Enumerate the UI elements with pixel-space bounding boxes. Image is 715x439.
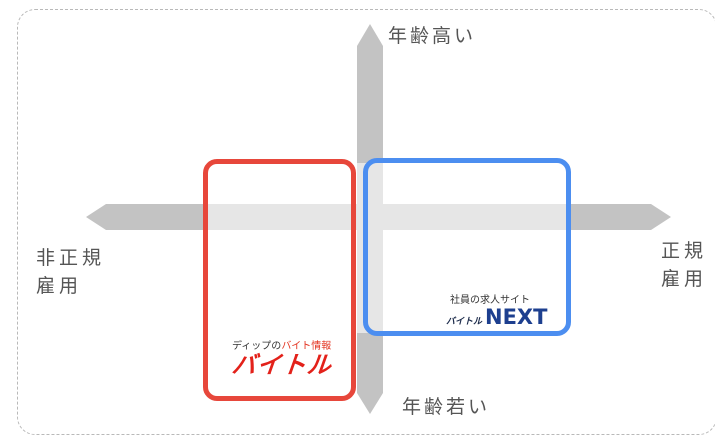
baitoru-tagline: ディップのバイト情報 <box>232 337 332 352</box>
baitoru-tagline-highlight: バイト情報 <box>281 341 332 352</box>
axis-label-left: 非正規 雇用 <box>36 247 106 297</box>
highlight-band-vertical <box>357 163 383 333</box>
baitoru-next-box <box>363 158 571 336</box>
highlight-band <box>208 204 566 230</box>
baitoru-next-small-name: バイトル <box>446 317 483 327</box>
baitoru-name: バイトル <box>230 351 334 379</box>
axis-label-bottom: 年齢若い <box>402 396 491 418</box>
dashed-frame <box>17 9 715 435</box>
baitoru-logo: ディップのバイト情報 バイトル <box>230 337 334 379</box>
baitoru-next-big-name: NEXT <box>485 305 548 329</box>
axis-label-top: 年齢高い <box>388 25 477 47</box>
baitoru-next-tagline: 社員の求人サイト <box>450 295 530 306</box>
baitoru-box <box>203 159 356 401</box>
baitoru-next-logo: 社員の求人サイト バイトル NEXT <box>446 291 566 329</box>
axis-label-right: 正規 雇用 <box>661 240 708 290</box>
baitoru-tagline-prefix: ディップの <box>232 341 282 352</box>
